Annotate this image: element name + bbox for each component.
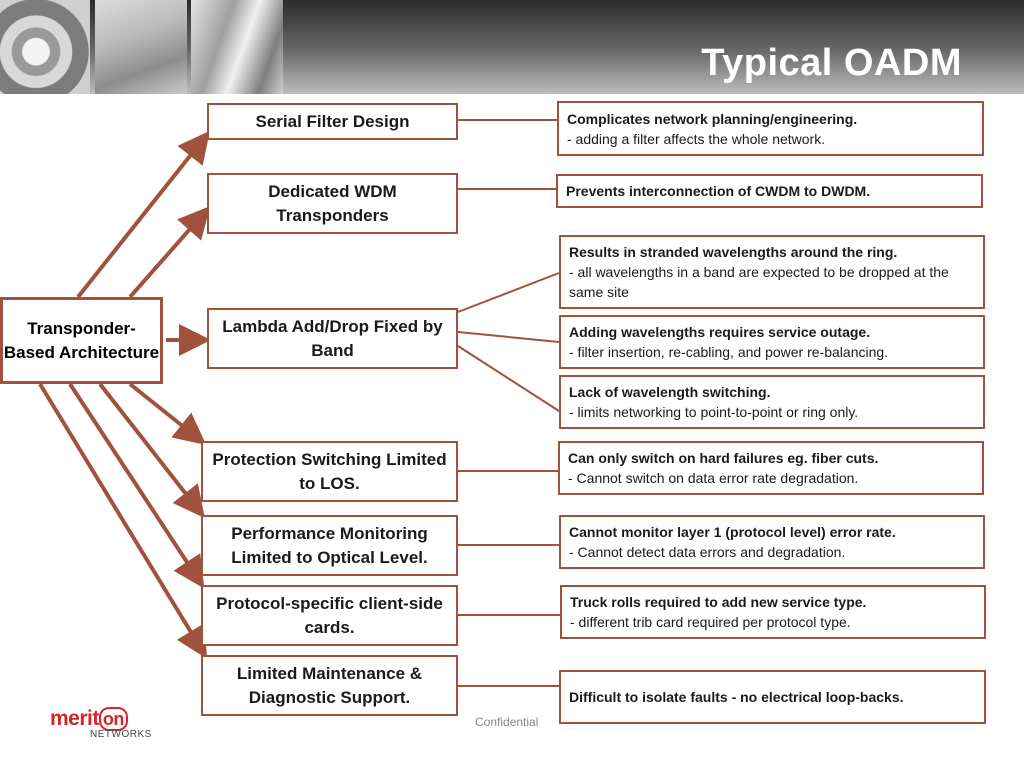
note-headline: Difficult to isolate faults - no electri… [569, 689, 904, 705]
arrow-to-protection [128, 382, 207, 445]
arrow-to-performance [98, 382, 205, 519]
issue-label: Protection Switching Limited to LOS. [212, 449, 447, 493]
note-box-limited-maintenance: Difficult to isolate faults - no electri… [559, 670, 986, 724]
issue-box-limited-maintenance: Limited Maintenance & Diagnostic Support… [201, 655, 458, 716]
issue-label: Serial Filter Design [255, 111, 410, 131]
issue-label: Performance Monitoring Limited to Optica… [231, 523, 428, 567]
issue-label: Dedicated WDM Transponders [268, 181, 397, 225]
issue-box-lambda-add-drop: Lambda Add/Drop Fixed by Band [207, 308, 458, 369]
issue-box-protocol-specific: Protocol-specific client-side cards. [201, 585, 458, 646]
issue-label: Lambda Add/Drop Fixed by Band [222, 316, 443, 360]
note-headline: Cannot monitor layer 1 (protocol level) … [569, 524, 896, 540]
issue-label: Limited Maintenance & Diagnostic Support… [236, 663, 423, 707]
link-lambda-note-3 [457, 345, 560, 412]
note-detail: - filter insertion, re-cabling, and powe… [569, 344, 889, 360]
note-detail: - all wavelengths in a band are expected… [569, 264, 949, 300]
issue-box-protection-switching: Protection Switching Limited to LOS. [201, 441, 458, 502]
note-box-wavelength-switching: Lack of wavelength switching. - limits n… [559, 375, 985, 429]
issue-box-performance-monitoring: Performance Monitoring Limited to Optica… [201, 515, 458, 576]
note-box-protection-switching: Can only switch on hard failures eg. fib… [558, 441, 984, 495]
note-headline: Truck rolls required to add new service … [570, 594, 867, 610]
column-photo [191, 0, 283, 94]
note-box-serial-filter: Complicates network planning/engineering… [557, 101, 984, 156]
note-headline: Adding wavelengths requires service outa… [569, 324, 871, 340]
note-headline: Prevents interconnection of CWDM to DWDM… [566, 183, 871, 199]
note-headline: Can only switch on hard failures eg. fib… [568, 450, 879, 466]
note-detail: - Cannot switch on data error rate degra… [568, 470, 859, 486]
dial-photo [0, 0, 90, 94]
note-box-dedicated-wdm: Prevents interconnection of CWDM to DWDM… [556, 174, 983, 208]
note-detail: - limits networking to point-to-point or… [569, 404, 859, 420]
slide-title: Typical OADM [701, 42, 962, 84]
logo-wordmark-accent: on [98, 707, 128, 731]
arrow-to-maintenance [38, 382, 208, 659]
note-detail: - different trib card required per proto… [570, 614, 851, 630]
logo-subtitle: NETWORKS [90, 729, 152, 740]
note-headline: Complicates network planning/engineering… [567, 110, 858, 127]
note-box-performance-monitoring: Cannot monitor layer 1 (protocol level) … [559, 515, 985, 569]
note-box-stranded-wavelengths: Results in stranded wavelengths around t… [559, 235, 985, 309]
arrow-to-protocol [68, 382, 205, 589]
issue-box-serial-filter: Serial Filter Design [207, 103, 458, 140]
note-box-service-outage: Adding wavelengths requires service outa… [559, 315, 985, 369]
root-label: Transponder-Based Architecture [3, 318, 160, 362]
link-lambda-note-1 [457, 272, 560, 313]
note-headline: Results in stranded wavelengths around t… [569, 244, 898, 260]
arrow-to-dedicated-wdm [128, 206, 211, 299]
header-photo-strip [0, 0, 283, 94]
issue-box-dedicated-wdm: Dedicated WDM Transponders [207, 173, 458, 234]
issue-label: Protocol-specific client-side cards. [216, 593, 443, 637]
note-detail: - adding a filter affects the whole netw… [567, 130, 826, 147]
note-detail: - Cannot detect data errors and degradat… [569, 544, 846, 560]
link-lambda-note-2 [457, 331, 560, 343]
logo-wordmark: merit [50, 707, 99, 730]
note-box-protocol-specific: Truck rolls required to add new service … [560, 585, 986, 639]
root-architecture-box: Transponder-Based Architecture [0, 297, 163, 384]
device-photo [95, 0, 187, 94]
footer-confidential: Confidential [475, 715, 539, 729]
slide-header: Typical OADM [0, 0, 1024, 94]
arrow-to-serial-filter [76, 130, 210, 299]
note-headline: Lack of wavelength switching. [569, 384, 771, 400]
